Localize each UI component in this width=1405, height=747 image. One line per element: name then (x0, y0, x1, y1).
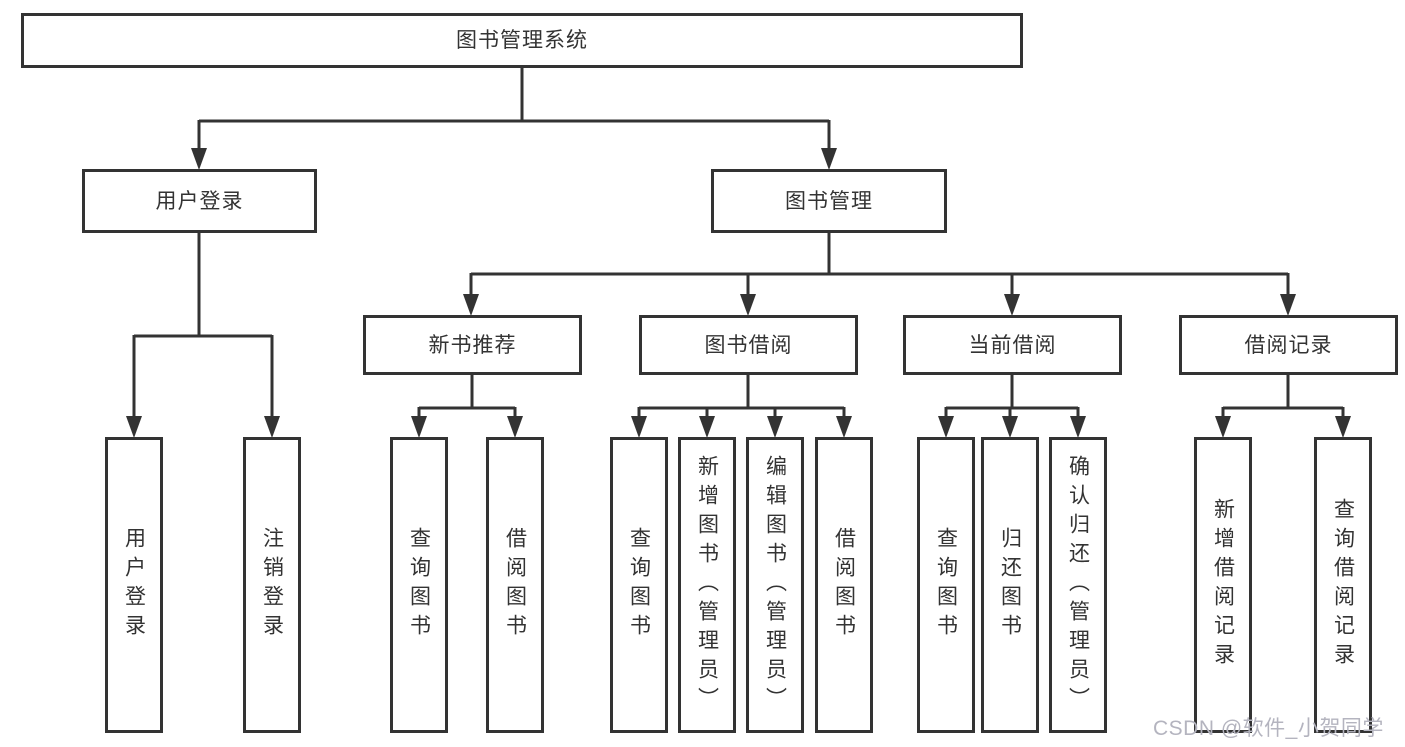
leaf-borrow-books: 借阅图书 (815, 437, 873, 733)
csdn-watermark: CSDN @软件_小贺同学 (1153, 717, 1384, 740)
connector-current-borrow (938, 375, 1086, 438)
leaf-query-books-current: 查询图书 (917, 437, 975, 733)
connector-borrow-record (1215, 375, 1351, 438)
node-borrow-record: 借阅记录 (1179, 315, 1398, 375)
leaf-add-borrow-record: 新增借阅记录 (1194, 437, 1252, 733)
node-book-borrow: 图书借阅 (639, 315, 858, 375)
connector-book-management (463, 233, 1296, 316)
connector-root (191, 68, 837, 170)
node-user-login: 用户登录 (82, 169, 317, 233)
leaf-add-books-admin: 新增图书（管理员） (678, 437, 736, 733)
leaf-logout: 注销登录 (243, 437, 301, 733)
connector-user-login (126, 233, 280, 438)
node-book-management: 图书管理 (711, 169, 947, 233)
leaf-return-books: 归还图书 (981, 437, 1039, 733)
leaf-query-borrow-record: 查询借阅记录 (1314, 437, 1372, 733)
node-new-book-recommend: 新书推荐 (363, 315, 582, 375)
node-current-borrow: 当前借阅 (903, 315, 1122, 375)
node-root-system: 图书管理系统 (21, 13, 1023, 68)
connector-new-book (411, 375, 523, 438)
leaf-edit-books-admin: 编辑图书（管理员） (746, 437, 804, 733)
leaf-query-books-recommend: 查询图书 (390, 437, 448, 733)
connector-book-borrow (631, 375, 852, 438)
leaf-borrow-books-recommend: 借阅图书 (486, 437, 544, 733)
leaf-confirm-return-admin: 确认归还（管理员） (1049, 437, 1107, 733)
leaf-query-books-borrow: 查询图书 (610, 437, 668, 733)
leaf-user-login: 用户登录 (105, 437, 163, 733)
